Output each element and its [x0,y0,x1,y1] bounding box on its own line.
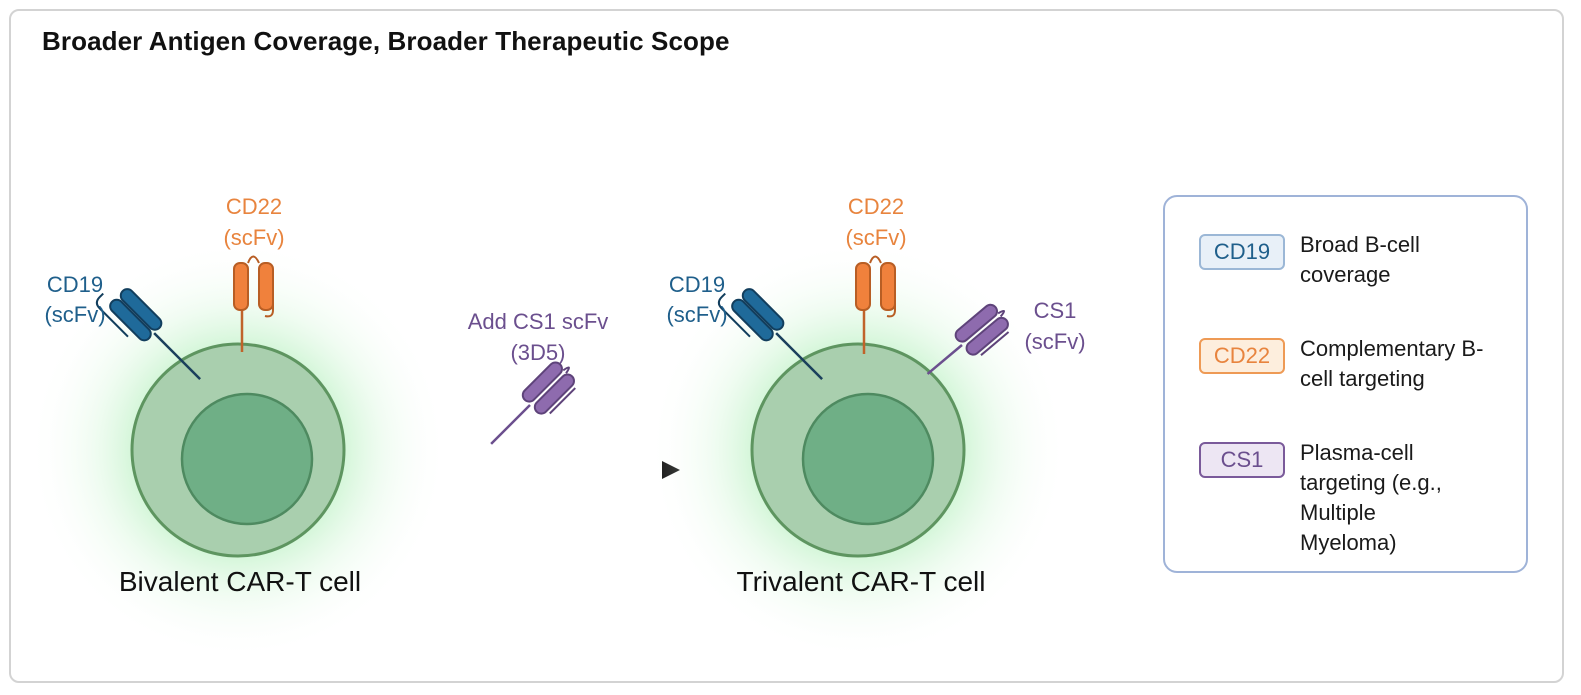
cd19-receptor-icon [95,288,201,380]
figure-title: Broader Antigen Coverage, Broader Therap… [42,26,730,56]
cs1-badge: CS1 [1199,442,1285,478]
legend-text-cd22: Complementary B-cell targeting [1300,336,1484,391]
cd22-label-line1: CD22 [226,194,282,219]
cd19-label-line2: (scFv) [666,302,727,327]
legend-box: CD19 Broad B-cell coverage CD22 Compleme… [1163,195,1528,573]
legend-item-cd19: CD19 Broad B-cell coverage [1199,232,1490,290]
trivalent-caption: Trivalent CAR-T cell [737,566,986,597]
cd22-badge: CD22 [1199,338,1285,374]
cd22-label-line2: (scFv) [845,225,906,250]
arrow-label-line1: Add CS1 scFv [468,309,609,334]
legend-text-cd19: Broad B-cell coverage [1300,232,1420,287]
cd19-label-line2: (scFv) [44,302,105,327]
cd19-receptor-icon [717,288,823,380]
cd19-badge: CD19 [1199,234,1285,270]
bivalent-cell [28,240,448,660]
cd19-label-line1: CD19 [669,272,725,297]
bivalent-caption: Bivalent CAR-T cell [119,566,361,597]
cs1-label-line2: (scFv) [1024,329,1085,354]
arrow-label-line2: (3D5) [510,340,565,365]
legend-item-cd22: CD22 Complementary B-cell targeting [1199,336,1490,394]
cd22-label-line2: (scFv) [223,225,284,250]
trivalent-cell [648,240,1068,660]
legend-text-cs1: Plasma-cell targeting (e.g., Multiple My… [1300,440,1442,555]
cd22-label-line1: CD22 [848,194,904,219]
cs1-label-line1: CS1 [1034,298,1077,323]
cd22-receptor-icon [855,255,896,354]
cell-nucleus [801,392,935,526]
cs1-scfv-icon [490,361,576,445]
cd22-receptor-icon [233,255,274,352]
cell-nucleus [180,392,314,526]
transition-arrow [425,461,680,479]
cd19-label-line1: CD19 [47,272,103,297]
cs1-receptor-icon [926,303,1010,375]
legend-item-cs1: CS1 Plasma-cell targeting (e.g., Multipl… [1199,440,1475,558]
